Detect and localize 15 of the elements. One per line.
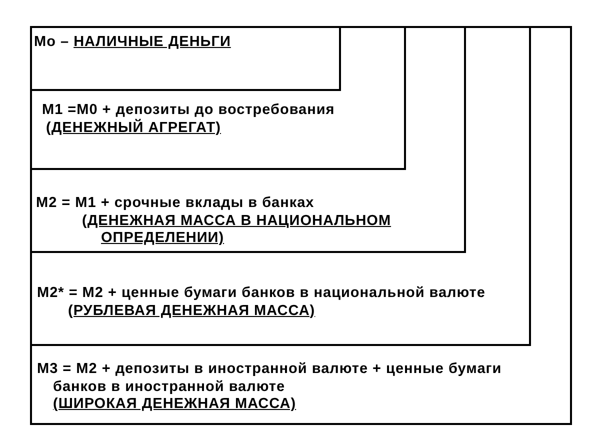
formula-text: M3 = M2 + депозиты в иностранной валюте + ценные бумаги банков в иностранной валюте bbox=[37, 361, 503, 396]
nested-box bbox=[30, 26, 572, 425]
aggregate-name: (РУБЛЕВАЯ ДЕНЕЖНАЯ МАССА) bbox=[68, 302, 316, 320]
nested-box bbox=[30, 26, 466, 253]
aggregate-name: (ШИРОКАЯ ДЕНЕЖНАЯ МАССА) bbox=[53, 396, 296, 414]
nested-box bbox=[30, 26, 406, 170]
nested-box bbox=[30, 26, 531, 346]
aggregate-name: (ДЕНЕЖНАЯ МАССА В НАЦИОНАЛЬНОМ ОПРЕДЕЛЕНИИ) bbox=[82, 212, 392, 248]
formula-text: M2 = M1 + срочные вклады в банках bbox=[36, 195, 314, 212]
formula-text: M1 =M0 + депозиты до востребования bbox=[42, 102, 335, 118]
nested-box bbox=[30, 26, 341, 91]
aggregate-name: (ДЕНЕЖНЫЙ АГРЕГАТ) bbox=[46, 120, 221, 137]
formula-text: M2* = M2 + ценные бумаги банков в национальной валюте bbox=[37, 285, 486, 302]
aggregate-name: НАЛИЧНЫЕ ДЕНЬГИ bbox=[74, 34, 231, 50]
formula-text: Mo – bbox=[34, 34, 70, 50]
